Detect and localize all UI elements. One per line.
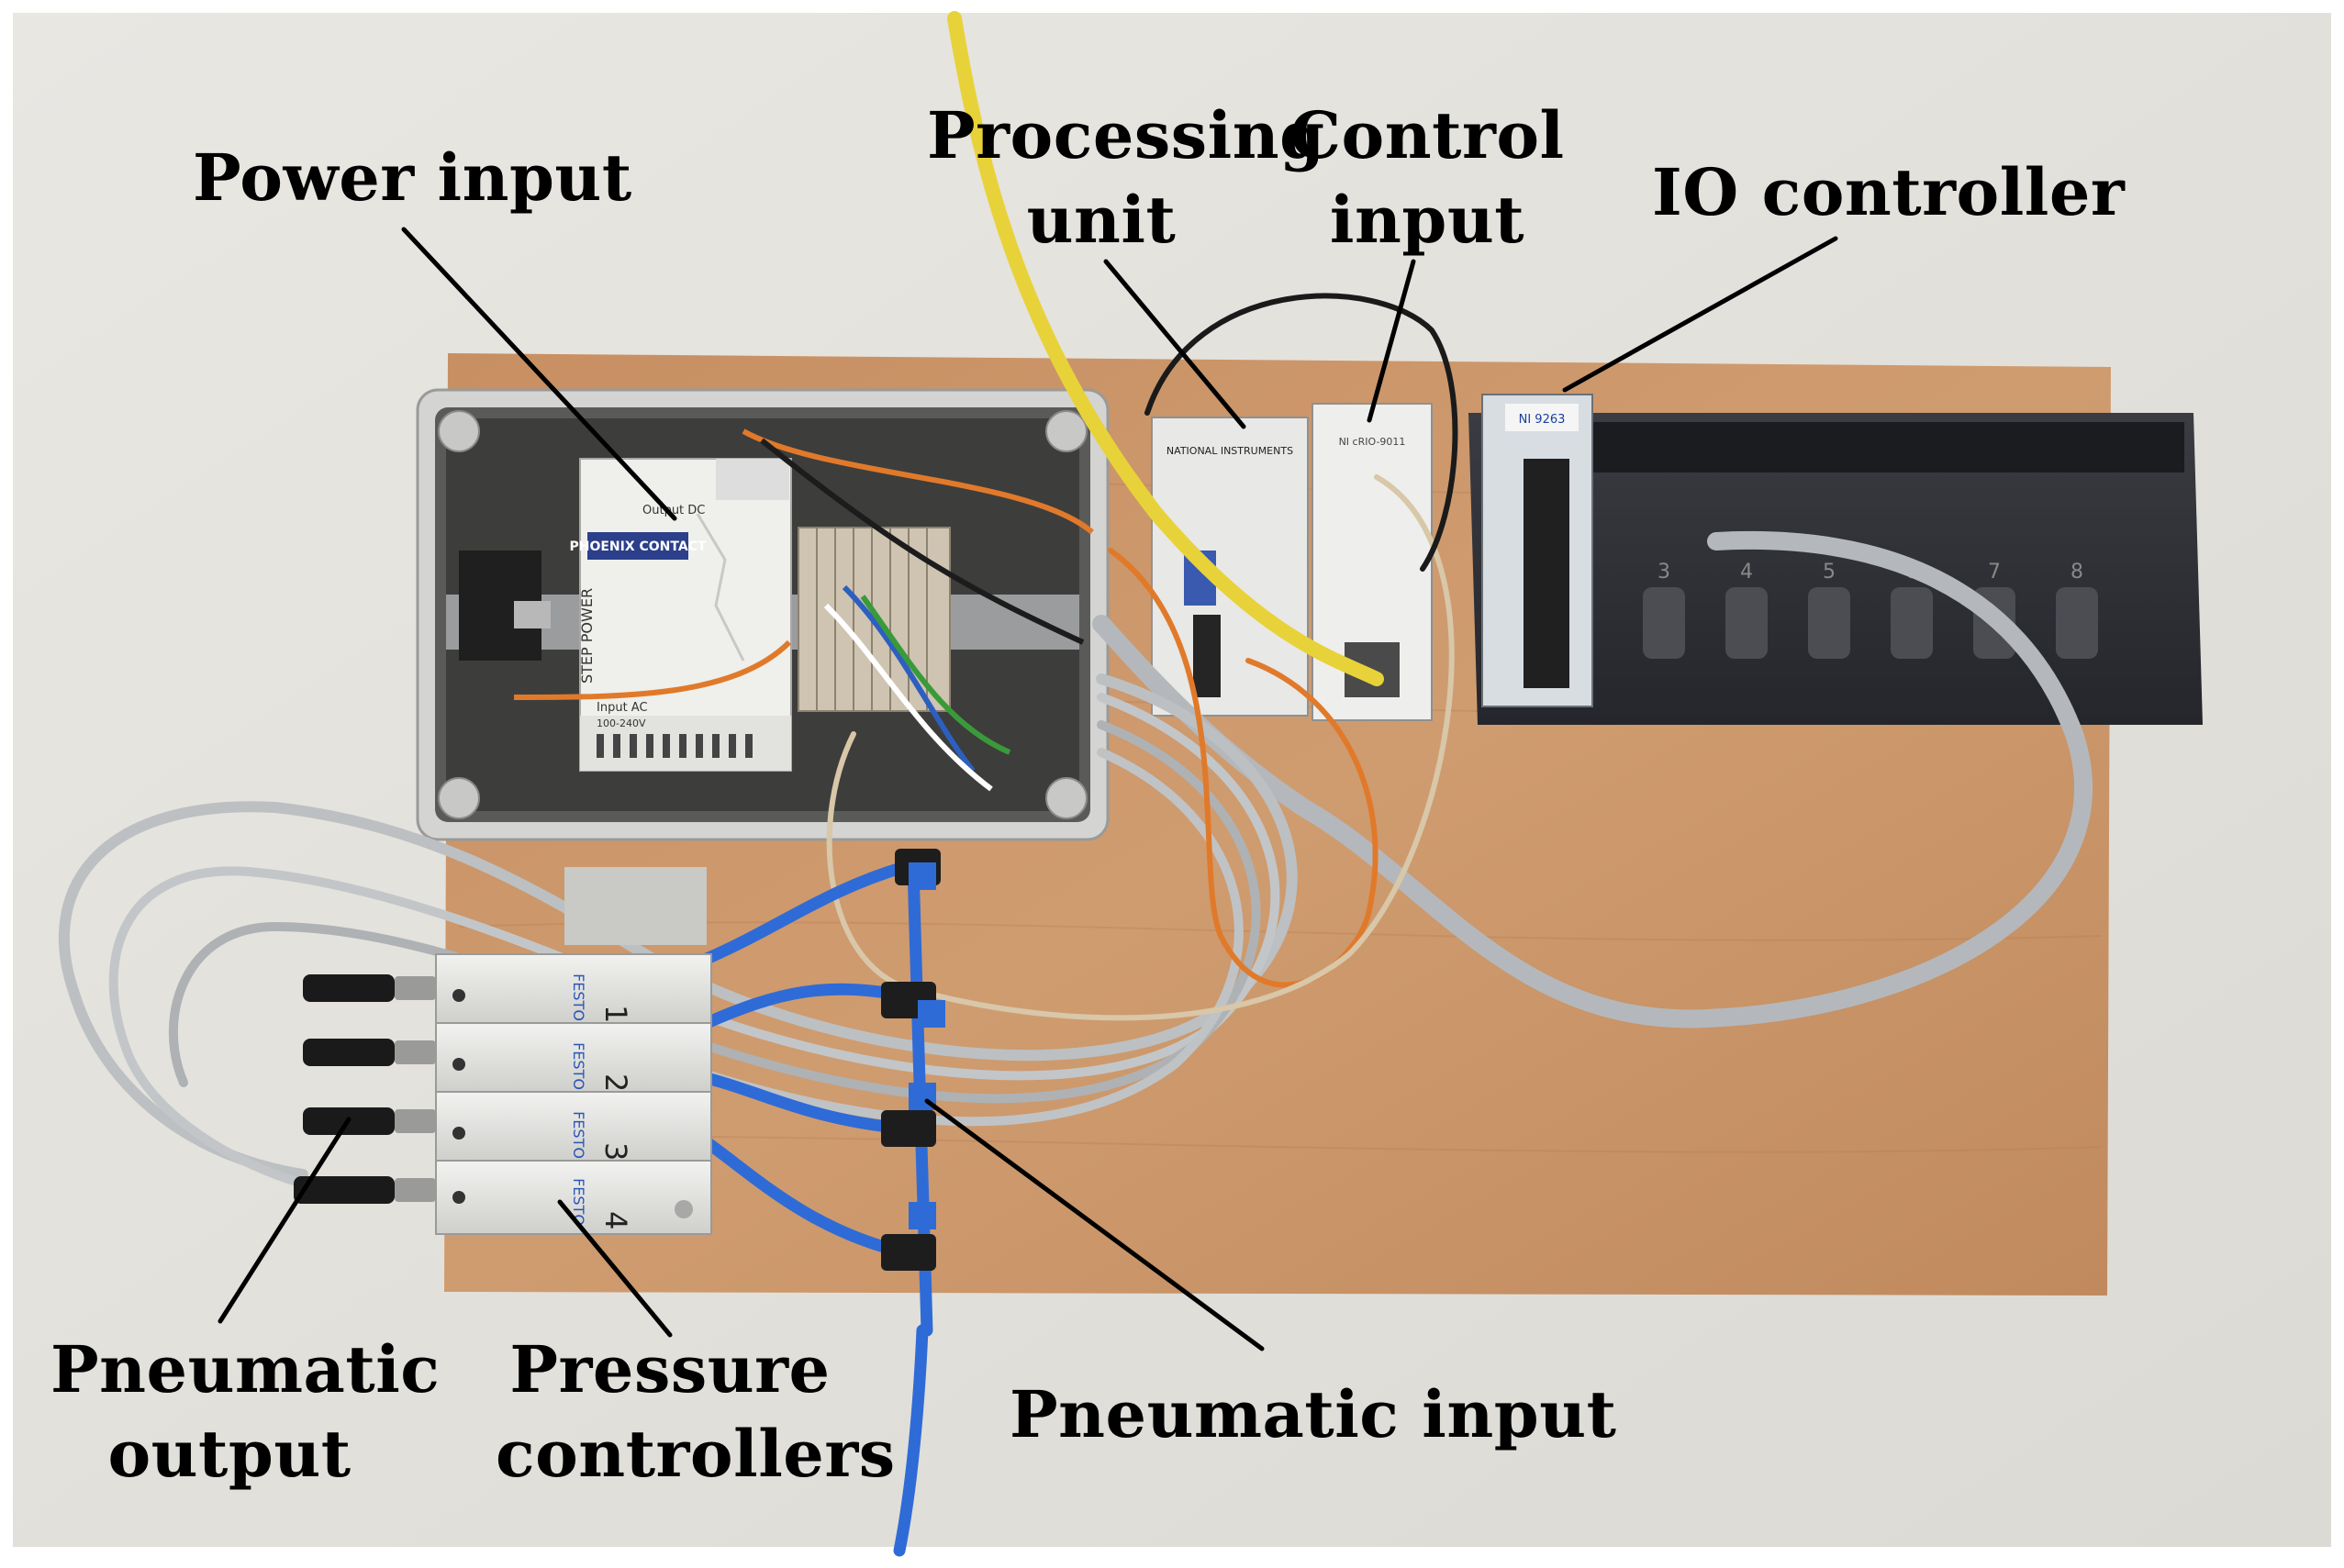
pneumatic-fittings [881, 849, 945, 1271]
label-io-controller: IO controller [1652, 154, 2126, 230]
ni-model-text: NI cRIO-9011 [1339, 436, 1406, 448]
pressure-controller: FESTO 3 [435, 1091, 712, 1162]
slot-number: 4 [1740, 561, 1753, 584]
power-supply-unit: PHOENIX CONTACT STEP POWER Output DC Inp… [569, 458, 792, 772]
controller-number: 3 [598, 1142, 633, 1161]
label-pressure-controllers: Pressure controllers [496, 1331, 896, 1492]
orange-cable [1108, 548, 1378, 988]
pressure-controller: FESTO 1 [435, 953, 712, 1024]
slot-number: 3 [1658, 561, 1670, 584]
slot-number: 7 [1988, 561, 2001, 584]
sensor-connectors [294, 974, 436, 1204]
pointer-control-input [1367, 259, 1416, 423]
pointer-processing-unit [1103, 259, 1246, 429]
controller-number: 4 [598, 1211, 633, 1229]
io-module-text: NI 9263 [1519, 413, 1566, 427]
festo-logo-text: FESTO [570, 1111, 587, 1159]
pointer-pneumatic-output [218, 1117, 352, 1324]
pointer-pneumatic-input [924, 1098, 1265, 1351]
pointer-lines [218, 227, 1838, 1351]
pointer-pressure-controllers [557, 1199, 673, 1338]
psu-input-text: Input AC [597, 701, 648, 715]
label-pneumatic-output: Pneumatic output [50, 1331, 441, 1492]
psu-series-text: STEP POWER [578, 588, 596, 684]
pressure-controller: FESTO 2 [435, 1022, 712, 1093]
psu-range-text: 100-240V [597, 717, 646, 729]
enclosure-wires [513, 428, 1094, 792]
io-chassis: 3 4 5 6 7 8 NI 9263 [1468, 394, 2203, 725]
ni-brand-text: NATIONAL INSTRUMENTS [1166, 445, 1293, 457]
controller-number: 1 [598, 1005, 633, 1023]
psu-output-text: Output DC [642, 504, 705, 517]
festo-logo-text: FESTO [570, 973, 587, 1021]
pointer-io-controller [1562, 236, 1838, 393]
ethernet-cable [947, 11, 1384, 686]
slot-number: 8 [2071, 561, 2083, 584]
psu-vendor-text: PHOENIX CONTACT [569, 539, 707, 554]
controller-number: 2 [598, 1073, 633, 1092]
pressure-controllers: FESTO 1 FESTO 2 FESTO 3 FESTO 4 [435, 867, 712, 1235]
festo-logo-text: FESTO [570, 1178, 587, 1226]
processing-unit: NATIONAL INSTRUMENTS NI cRIO-9011 [1151, 403, 1433, 721]
label-power-input: Power input [193, 139, 632, 216]
label-pneumatic-input: Pneumatic input [1010, 1376, 1617, 1452]
festo-logo-text: FESTO [570, 1042, 587, 1090]
pointer-power-input [401, 227, 677, 521]
slot-number: 5 [1823, 561, 1836, 584]
beige-cable [826, 474, 1455, 1021]
black-cable [1144, 293, 1458, 572]
label-processing-unit: Processing unit [927, 97, 1325, 258]
label-control-input: Control input [1289, 97, 1565, 258]
pressure-controller: FESTO 4 [435, 1160, 712, 1235]
